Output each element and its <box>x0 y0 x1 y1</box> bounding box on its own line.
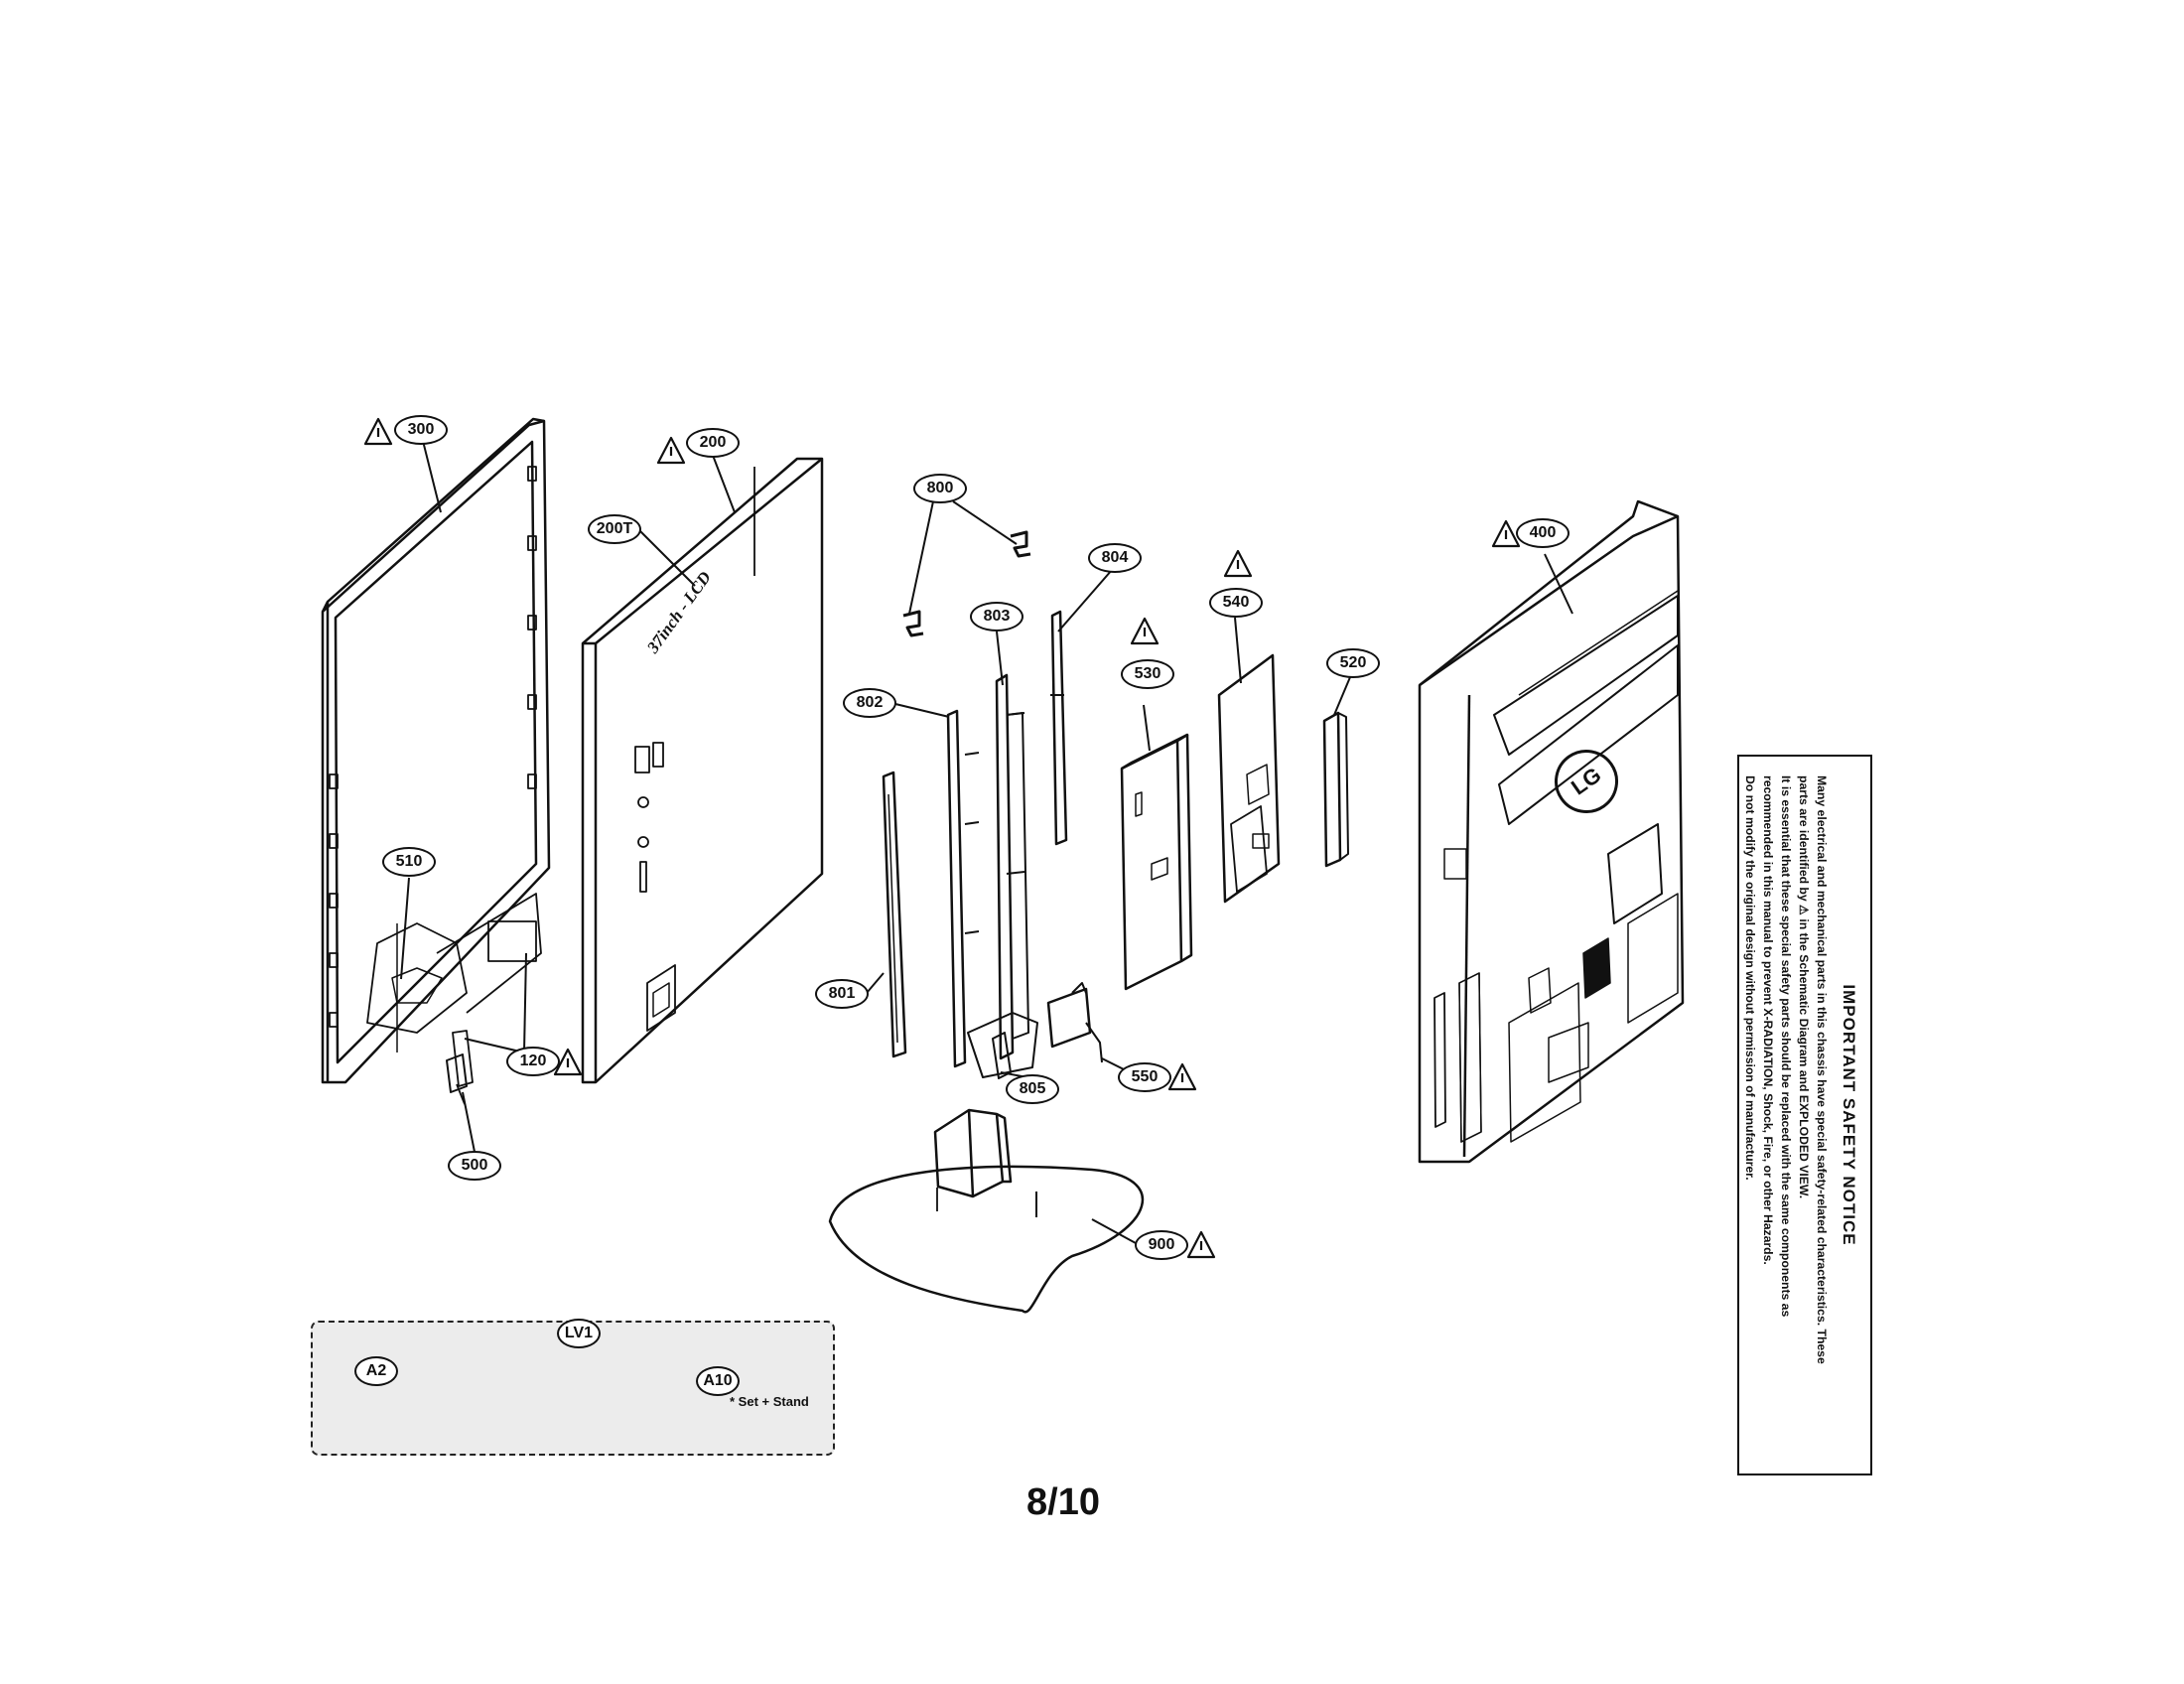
callout-120: 120 <box>506 1047 560 1076</box>
callout-510: 510 <box>382 847 436 877</box>
callout-520: 520 <box>1326 648 1380 678</box>
callout-200: 200 <box>686 428 740 458</box>
a10-note: * Set + Stand <box>730 1394 809 1409</box>
notice-line: parts are identified by ⚠ in the Schemat… <box>1797 775 1811 1199</box>
callout-802: 802 <box>843 688 896 718</box>
callout-804: 804 <box>1088 543 1142 573</box>
bracket-802 <box>946 709 980 1068</box>
safety-notice-content: IMPORTANT SAFETY NOTICE Many electrical … <box>1743 768 1864 1463</box>
callout-a10: A10 <box>696 1366 740 1396</box>
main-board-540 <box>1217 653 1281 904</box>
front-bezel-300 <box>321 417 551 1105</box>
callout-801: 801 <box>815 979 869 1009</box>
notice-line: Many electrical and mechanical parts in … <box>1815 775 1829 1364</box>
bar-804 <box>1050 610 1068 846</box>
callout-500: 500 <box>448 1151 501 1181</box>
safety-notice-box: IMPORTANT SAFETY NOTICE Many electrical … <box>1737 755 1872 1475</box>
callout-805: 805 <box>1006 1074 1059 1104</box>
power-board-530 <box>1120 733 1193 991</box>
part-550 <box>1046 982 1103 1063</box>
callout-800: 800 <box>913 474 967 503</box>
callout-lv1: LV1 <box>557 1319 601 1348</box>
bracket-801 <box>882 771 907 1058</box>
part-500 <box>446 1053 468 1093</box>
safety-notice-title: IMPORTANT SAFETY NOTICE <box>1840 984 1858 1246</box>
callout-540: 540 <box>1209 588 1263 618</box>
warning-triangles <box>363 417 1521 1259</box>
notice-line: It is essential that these special safet… <box>1779 775 1793 1318</box>
safety-notice-text: Many electrical and mechanical parts in … <box>1741 768 1831 1463</box>
callout-530: 530 <box>1121 659 1174 689</box>
callout-900: 900 <box>1135 1230 1188 1260</box>
callout-400: 400 <box>1516 518 1570 548</box>
notice-line: Do not modify the original design withou… <box>1743 775 1757 1181</box>
callout-a2: A2 <box>354 1356 398 1386</box>
callout-200t: 200T <box>588 514 641 544</box>
frame-803 <box>967 673 1038 1078</box>
leader-lines <box>400 429 1573 1244</box>
lcd-panel-200 <box>581 457 824 1084</box>
back-cover-400 <box>1418 499 1685 1164</box>
callout-300: 300 <box>394 415 448 445</box>
page-number: 8/10 <box>1026 1481 1100 1523</box>
bracket-805 <box>992 1032 1012 1079</box>
clips-800 <box>902 530 1031 637</box>
callout-803: 803 <box>970 602 1024 632</box>
stand-900 <box>828 1108 1144 1314</box>
notice-line: recommended in this manual to prevent X-… <box>1761 775 1775 1265</box>
callout-550: 550 <box>1118 1062 1171 1092</box>
bracket-520 <box>1322 711 1349 868</box>
